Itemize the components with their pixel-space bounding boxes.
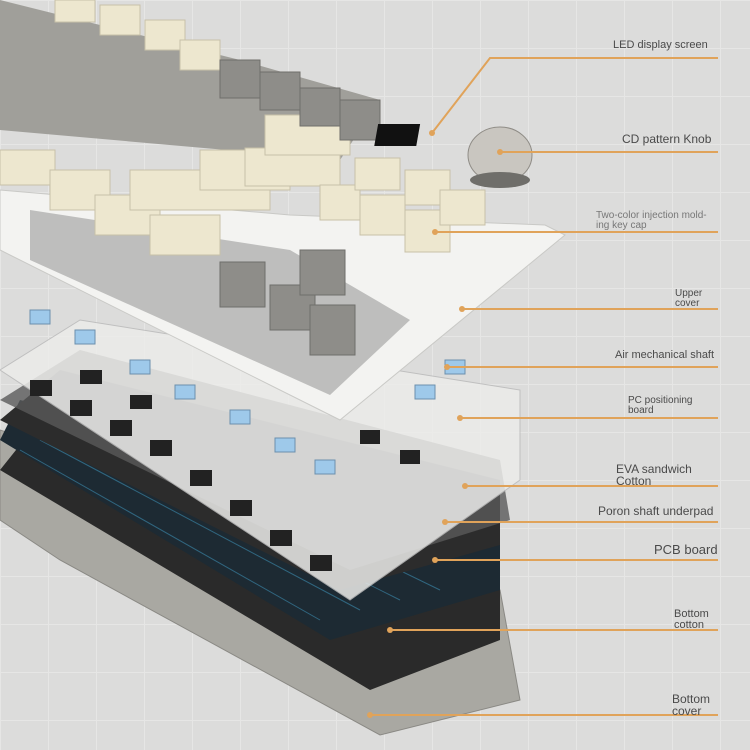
label-bottom-cotton: Bottom cotton [674, 608, 709, 631]
label-cd-pattern-knob: CD pattern Knob [622, 132, 712, 146]
leader-dots [367, 130, 503, 718]
label-keycap: Two-color injection mold- ing key cap [596, 210, 707, 231]
label-poron-shaft-underpad: Poron shaft underpad [598, 504, 714, 518]
knob-base [470, 172, 530, 188]
leader-line-led [431, 57, 718, 134]
label-eva-sandwich-cotton: EVA sandwich Cotton [616, 462, 692, 488]
label-led-display-screen: LED display screen [613, 39, 708, 51]
pc-board-cutouts [30, 370, 420, 571]
pc-positioning-board [0, 319, 521, 601]
keycaps [0, 0, 486, 356]
label-pcb-board: PCB board [654, 542, 718, 557]
label-air-mechanical-shaft: Air mechanical shaft [615, 349, 715, 361]
led-display-screen [374, 124, 421, 146]
label-pc-positioning-board: PC positioning board [628, 395, 693, 416]
label-bottom-cover: Bottom cover [672, 692, 711, 718]
label-upper-cover: Upper cover [675, 288, 703, 309]
leader-lines [370, 57, 718, 716]
